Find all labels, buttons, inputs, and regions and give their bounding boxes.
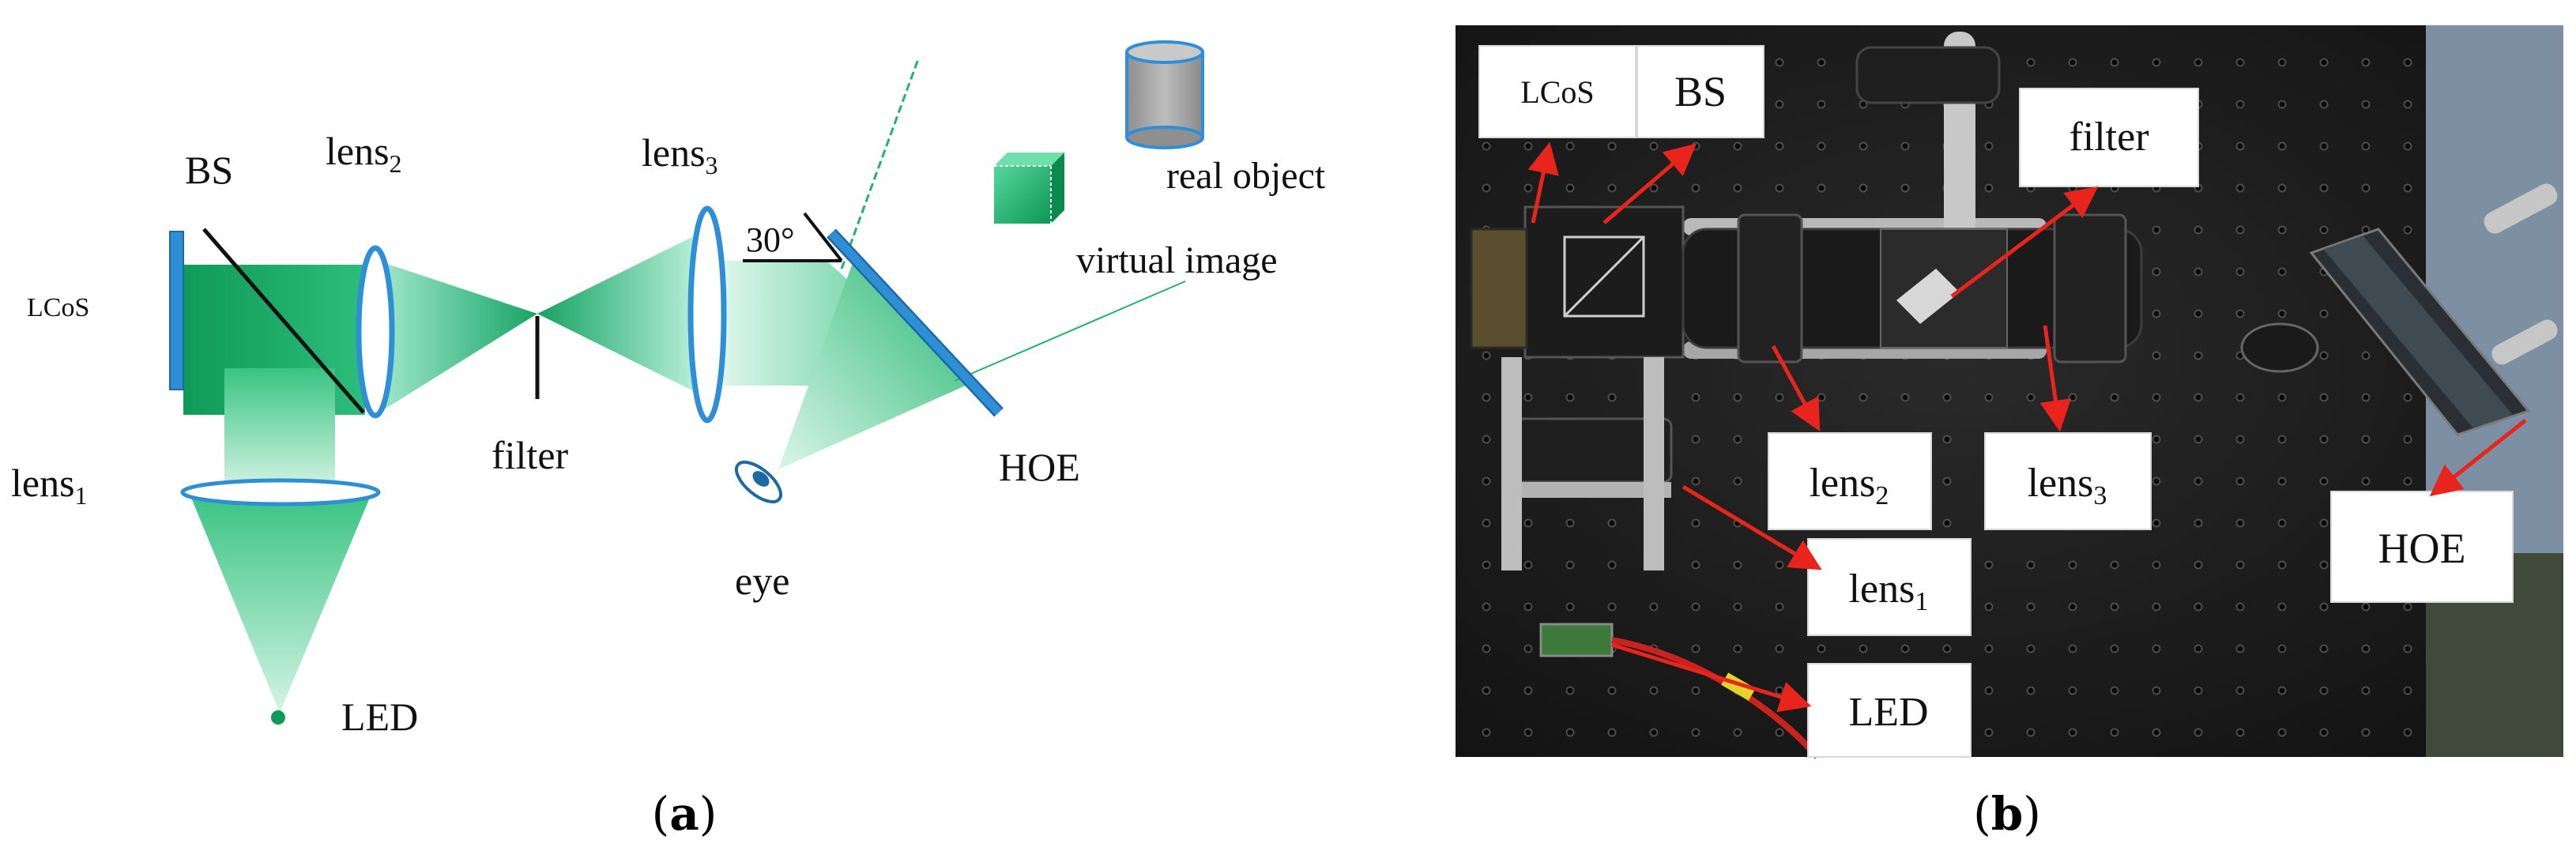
beam-splitter-element xyxy=(202,228,365,414)
post-clamp xyxy=(1855,46,2001,104)
arrow-led xyxy=(1611,642,1812,713)
hoe-plate xyxy=(2240,183,2558,436)
lens3-mount xyxy=(2053,213,2127,363)
bs-cube-diagonal xyxy=(1563,235,1645,318)
cage-rod-right xyxy=(1644,357,1664,570)
beam-lens2-to-focus xyxy=(373,259,537,416)
label-angle: 30° xyxy=(746,220,795,259)
label-real-object: real object xyxy=(1166,155,1326,197)
label-lens3: lens3 xyxy=(642,130,718,179)
beam-bs-to-lens1 xyxy=(224,368,335,490)
label-led: LED xyxy=(341,695,418,739)
label-filter: filter xyxy=(491,433,569,477)
photo-label-filter: filter xyxy=(2019,88,2199,187)
beam-focus-to-lens3 xyxy=(537,235,695,392)
caption-a: (a) xyxy=(652,787,717,841)
lens2-mount xyxy=(1737,213,1803,363)
label-eye: eye xyxy=(735,559,789,603)
svg-text:lens2: lens2 xyxy=(1810,461,1889,510)
real-object-cylinder-icon xyxy=(1125,40,1204,149)
see-through-line xyxy=(840,58,920,269)
arrow-filter xyxy=(1950,186,2099,298)
svg-text:LCoS: LCoS xyxy=(1520,74,1594,110)
photo-label-hoe: HOE xyxy=(2330,491,2514,603)
optical-table-holes xyxy=(1456,25,2563,757)
svg-text:lens1: lens1 xyxy=(1849,567,1929,616)
photo-label-lcos: LCoS xyxy=(1478,45,1636,138)
lcos-module xyxy=(1470,228,1528,349)
arrow-bs xyxy=(1602,143,1697,224)
lens1-element xyxy=(180,478,381,506)
lcos-element xyxy=(169,231,184,390)
lens2-element xyxy=(356,245,395,419)
arrow-lcos xyxy=(1527,141,1559,224)
label-bs: BS xyxy=(185,148,233,192)
panel-a-schematic: BS lens2 lens3 LCoS lens1 filter 30° rea… xyxy=(11,40,1326,841)
virtual-image-line xyxy=(954,281,1186,382)
virtual-image-cube-icon xyxy=(994,152,1064,224)
photo-label-lens1: lens1 xyxy=(1807,538,1972,636)
label-lens1: lens1 xyxy=(11,461,88,510)
arrow-lens2 xyxy=(1771,345,1821,431)
beam-hoe-to-eye xyxy=(778,261,966,469)
panel-b-photo: LCoS BS filter lens2 lens3 lens1 LED HO xyxy=(1456,25,2563,841)
svg-text:LED: LED xyxy=(1848,690,1928,735)
svg-text:BS: BS xyxy=(1674,68,1727,115)
arrow-hoe xyxy=(2429,419,2527,497)
eye-icon xyxy=(734,460,783,504)
photo-arrows xyxy=(1527,141,2527,713)
led-board xyxy=(1539,623,1614,657)
label-hoe: HOE xyxy=(999,445,1080,489)
lens3-element xyxy=(687,205,727,424)
label-lcos: LCoS xyxy=(27,293,89,322)
arrow-lens1 xyxy=(1682,484,1822,570)
filter-highlight xyxy=(1896,269,1960,324)
bs-cube-mount xyxy=(1523,205,1685,359)
hoe-element-face xyxy=(827,230,1003,416)
led-element xyxy=(271,710,285,725)
beam-lens1-to-led xyxy=(190,494,371,713)
svg-text:lens3: lens3 xyxy=(2028,461,2107,510)
photo-label-bs: BS xyxy=(1636,45,1764,138)
photo-label-led: LED xyxy=(1807,663,1972,758)
photo-label-lens2: lens2 xyxy=(1768,432,1932,530)
label-virtual-image: virtual image xyxy=(1076,239,1278,281)
arrow-lens3 xyxy=(2039,325,2072,432)
bs-cube-glyph xyxy=(1563,235,1645,318)
cage-rod-left xyxy=(1501,357,1522,570)
svg-text:HOE: HOE xyxy=(2378,525,2466,572)
caption-b: (b) xyxy=(1973,787,2041,841)
svg-text:filter: filter xyxy=(2069,115,2149,160)
lens1-cage-rod xyxy=(1505,482,1671,498)
photo-label-lens3: lens3 xyxy=(1984,432,2152,530)
angle-slant-line xyxy=(803,212,843,262)
label-lens2: lens2 xyxy=(326,129,402,178)
